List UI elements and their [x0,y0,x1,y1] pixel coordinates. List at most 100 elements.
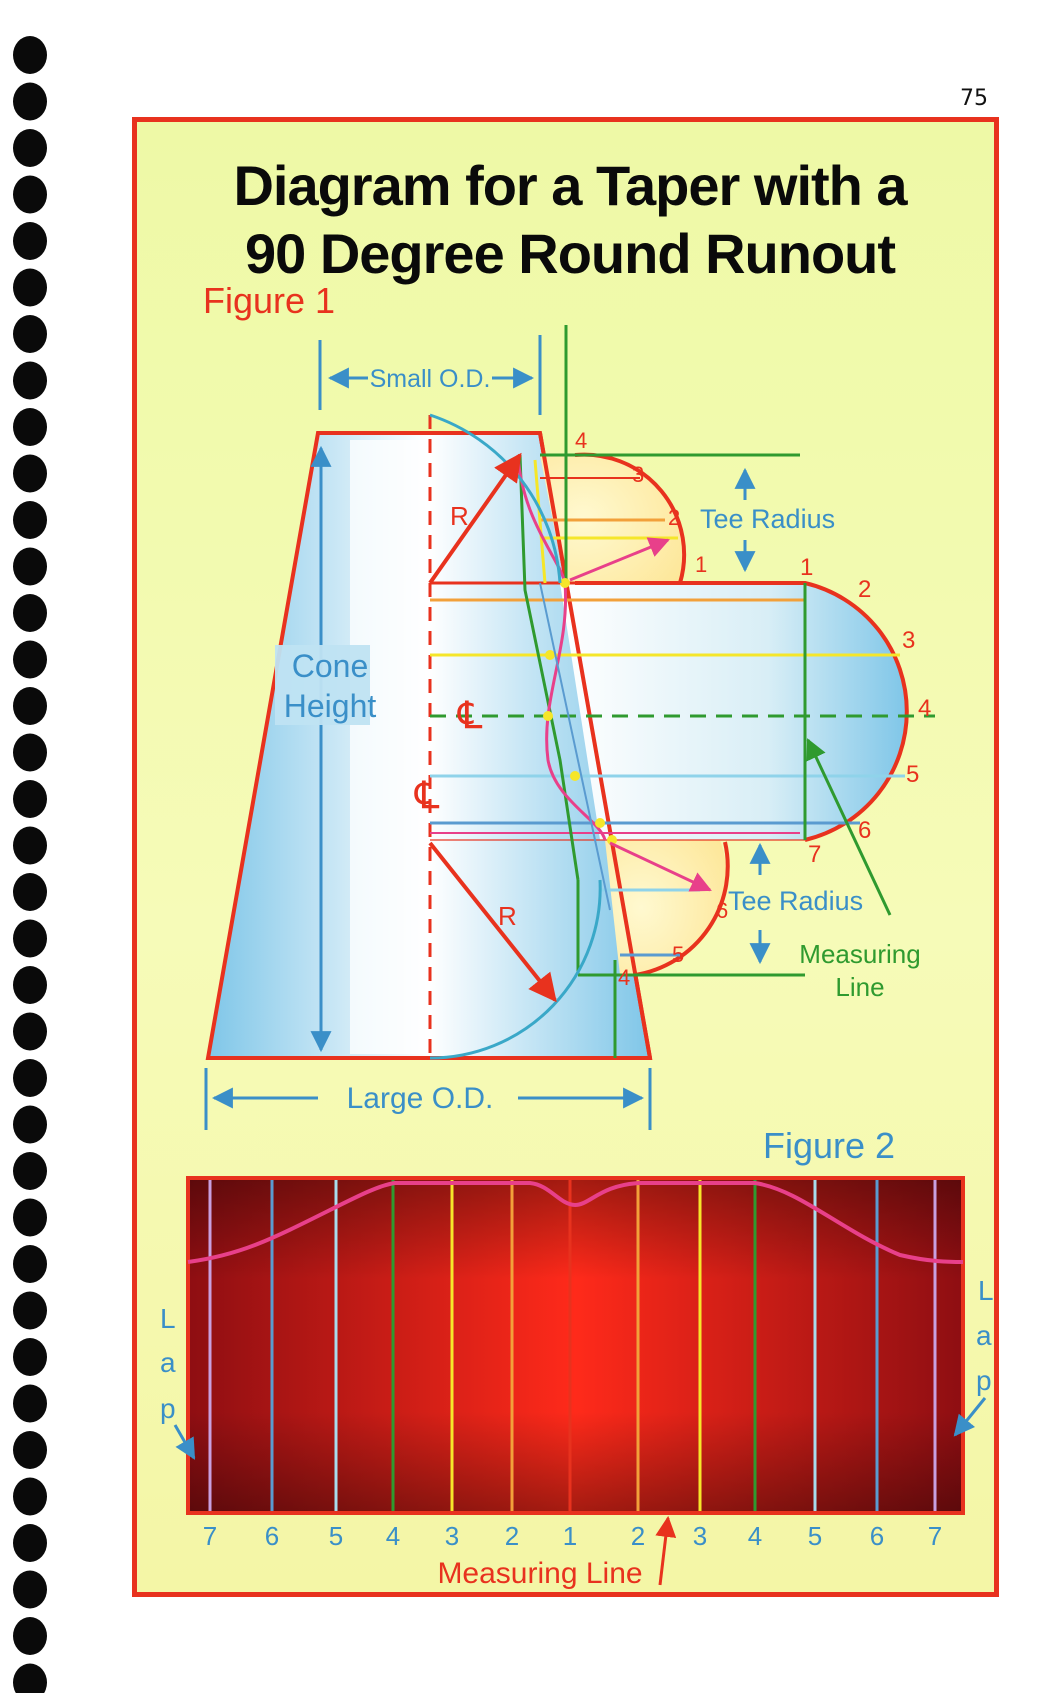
upper-r-label: R [450,501,469,531]
page-number: 75 [960,86,988,111]
measuring-line-label: Measuring Line [437,1557,642,1590]
binding-hole [13,1477,47,1516]
measuring-line-arrow [655,1515,677,1586]
binding-hole [13,640,47,679]
page-title: Diagram for a Taper with a 90 Degree Rou… [180,152,960,288]
lap-letter: a [976,1320,992,1351]
tee-radius-lower-label: Tee Radius [728,886,863,916]
cone-highlight [350,440,430,1054]
runout-outline [575,581,909,842]
lap-right-arrow [953,1397,987,1437]
station-number: 6 [265,1521,279,1551]
station-number: 5 [329,1521,343,1551]
tee-lower-arc [634,841,730,977]
binding-hole [13,175,47,214]
upper-tee-number: 4 [575,428,587,453]
binding-hole [13,222,47,260]
runout-number: 1 [800,554,813,581]
binding-hole [13,780,47,818]
binding-hole [13,919,47,958]
lap-letter: a [160,1347,176,1378]
yellow-intersection-line [533,459,547,584]
station-number: 5 [808,1521,822,1551]
lap-label-right: L a p [976,1275,994,1396]
station-number: 3 [445,1521,459,1551]
cone-height-label-2: Height [284,688,377,724]
binding-hole [13,129,47,167]
runout-body [560,583,907,840]
lower-tee-pink-arrow [609,841,712,892]
lower-tee-number: 5 [672,942,684,967]
small-od-label: Small O.D. [370,365,491,393]
binding-hole [13,873,47,911]
binding-hole [13,1291,47,1330]
cone-height-label-1: Cone [292,648,369,684]
tee-radius-upper-label: Tee Radius [700,504,835,534]
cone-height-label-bg [275,645,370,725]
runout-number: 2 [858,576,871,603]
spiral-binding [13,36,47,1693]
station-number: 7 [928,1521,942,1551]
measuring-line-label-1: Measuring [799,939,920,969]
lower-tee-number: 4 [618,965,630,990]
binding-hole [13,1617,47,1655]
binding-hole [13,268,47,307]
pattern-top-curve [187,1181,964,1264]
binding-hole [13,1059,47,1097]
binding-hole [13,733,47,772]
lower-r-arrow [428,841,557,1003]
binding-hole [13,826,47,865]
binding-hole [13,966,47,1004]
station-number: 4 [386,1521,400,1551]
binding-hole [13,361,47,400]
upper-tee-number: 3 [632,462,644,487]
centerline-symbol-vertical: ℄ [414,775,440,817]
measuring-line-pointer [806,738,892,916]
figure-1-drawing: R R Small O.D. Cone Height Large O.D. [204,325,935,1130]
runout-numbers: 1 2 3 4 5 6 7 [800,554,931,868]
station-number: 4 [748,1521,762,1551]
green-development-curve [518,454,580,881]
upper-tee-number: 1 [695,552,707,577]
binding-hole [13,594,47,632]
station-number: 1 [563,1521,577,1551]
binding-hole [13,1431,47,1469]
upper-tee-number: 2 [668,505,680,530]
binding-hole [13,501,47,539]
measuring-line-label-2: Line [835,972,884,1002]
binding-hole [13,687,47,725]
blue-guide-line [539,582,611,911]
upper-tee-pink-arrow [569,537,670,582]
upper-tee-numbers: 4 3 2 1 [575,428,707,577]
binding-hole [13,1245,47,1283]
binding-hole [13,82,47,121]
figure-2-label: Figure 2 [763,1125,896,1166]
lap-letter: p [160,1393,176,1424]
binding-hole [13,547,47,586]
station-lines [208,1180,937,1511]
title-line-2: 90 Degree Round Runout [244,222,896,285]
binding-hole [13,1384,47,1423]
binding-hole [13,1012,47,1051]
station-number: 2 [505,1521,519,1551]
runout-number: 3 [902,627,915,654]
binding-hole [13,454,47,493]
lower-radius-arc [429,879,602,1060]
binding-hole [13,1198,47,1237]
figure-1-label: Figure 1 [203,280,336,321]
centerline-symbol-horizontal: ℄ [457,695,483,737]
runout-number: 5 [906,761,919,788]
lap-label-left: L a p [160,1303,176,1424]
binding-hole [13,1663,47,1693]
binding-hole [13,1524,47,1562]
binding-hole [13,1105,47,1144]
runout-number: 4 [918,695,931,722]
lower-r-label: R [498,901,517,931]
binding-hole [13,36,47,74]
binding-hole [13,1152,47,1190]
runout-number: 7 [808,841,821,868]
